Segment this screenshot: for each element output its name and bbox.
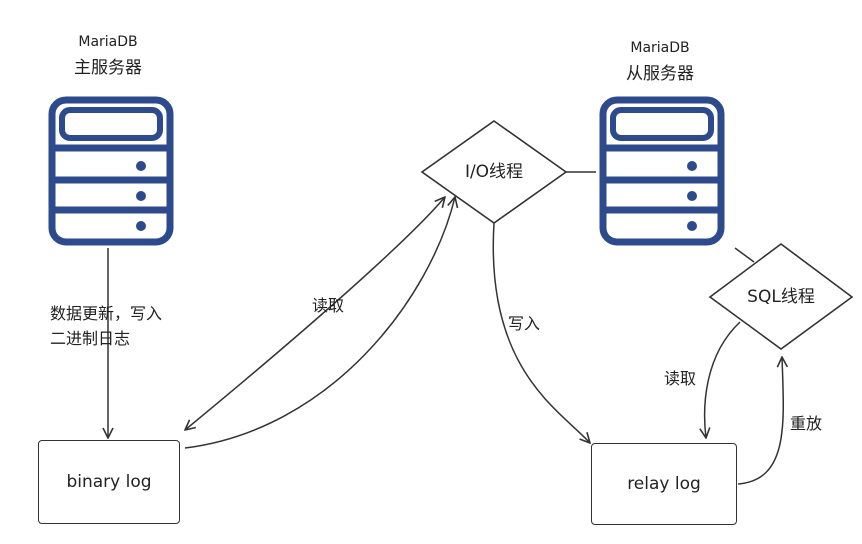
edge-sql-read <box>705 321 741 438</box>
master-server-icon <box>48 96 174 246</box>
slave-role-label: 从服务器 <box>626 64 694 84</box>
io-read-label: 读取 <box>312 296 345 315</box>
binary-log-label: binary log <box>66 472 152 492</box>
edge-io-write <box>492 222 590 443</box>
edge-io-read-curve-1 <box>185 197 445 430</box>
io-thread-label: I/O线程 <box>464 162 524 182</box>
relay-log-box: relay log <box>591 443 737 525</box>
edge-sql-replay <box>737 357 783 485</box>
sql-thread-node <box>708 243 854 350</box>
io-thread-node <box>420 120 568 224</box>
master-update-label-line2: 二进制日志 <box>50 329 131 348</box>
master-update-label-line1: 数据更新，写入 <box>50 304 163 323</box>
sql-read-label: 读取 <box>664 369 697 388</box>
slave-server-icon <box>599 96 725 246</box>
master-db-name: MariaDB <box>78 34 138 50</box>
sql-thread-label: SQL线程 <box>747 287 815 307</box>
relay-log-label: relay log <box>627 474 701 494</box>
edge-slave-sql-link <box>734 247 755 263</box>
sql-replay-label: 重放 <box>790 414 823 433</box>
binary-log-box: binary log <box>38 440 180 524</box>
slave-db-name: MariaDB <box>630 40 690 56</box>
io-write-label: 写入 <box>508 314 541 333</box>
master-role-label: 主服务器 <box>74 58 142 78</box>
edge-io-read-curve-2 <box>184 197 455 449</box>
